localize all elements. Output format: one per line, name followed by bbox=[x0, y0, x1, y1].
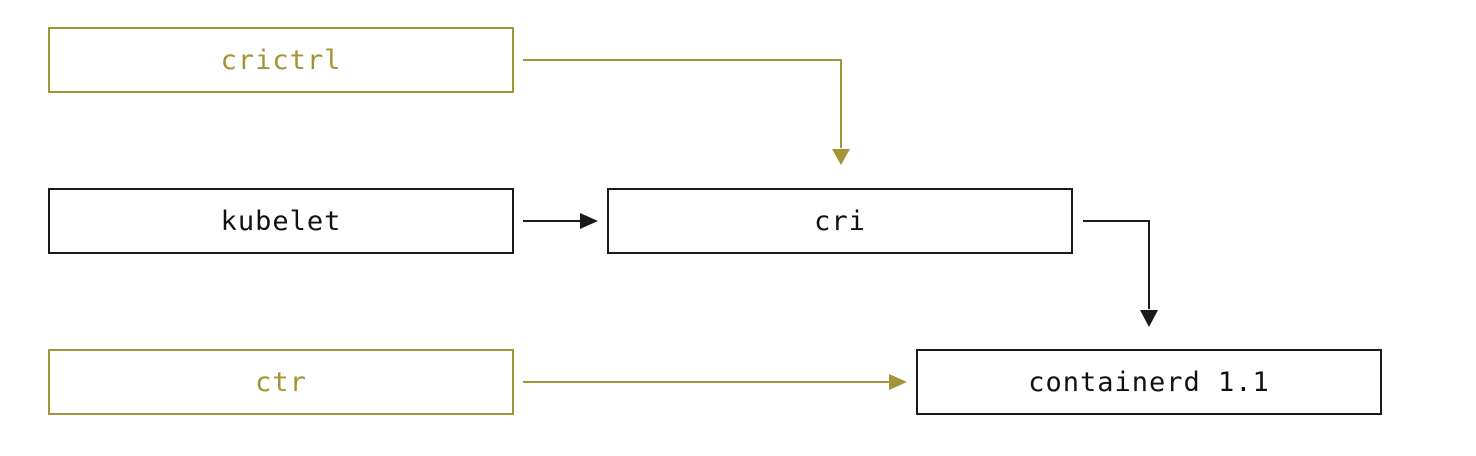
node-cri: cri bbox=[607, 188, 1073, 254]
arrowhead-icon bbox=[1140, 310, 1158, 327]
arrowhead-icon bbox=[832, 149, 850, 165]
arrowhead-icon bbox=[889, 374, 907, 390]
node-crictrl: crictrl bbox=[48, 27, 514, 93]
arrowhead-icon bbox=[580, 213, 598, 229]
node-containerd: containerd 1.1 bbox=[916, 349, 1382, 415]
edge-cri-to-containerd bbox=[1083, 220, 1158, 327]
edge-ctr-to-containerd bbox=[523, 374, 907, 390]
node-crictrl-label: crictrl bbox=[220, 44, 342, 76]
edge-crictrl-to-cri bbox=[523, 59, 850, 165]
node-ctr: ctr bbox=[48, 349, 514, 415]
node-ctr-label: ctr bbox=[255, 366, 307, 398]
node-kubelet-label: kubelet bbox=[220, 205, 342, 237]
node-kubelet: kubelet bbox=[48, 188, 514, 254]
edge-kubelet-to-cri bbox=[523, 213, 598, 229]
node-containerd-label: containerd 1.1 bbox=[1028, 366, 1270, 398]
node-cri-label: cri bbox=[814, 205, 866, 237]
